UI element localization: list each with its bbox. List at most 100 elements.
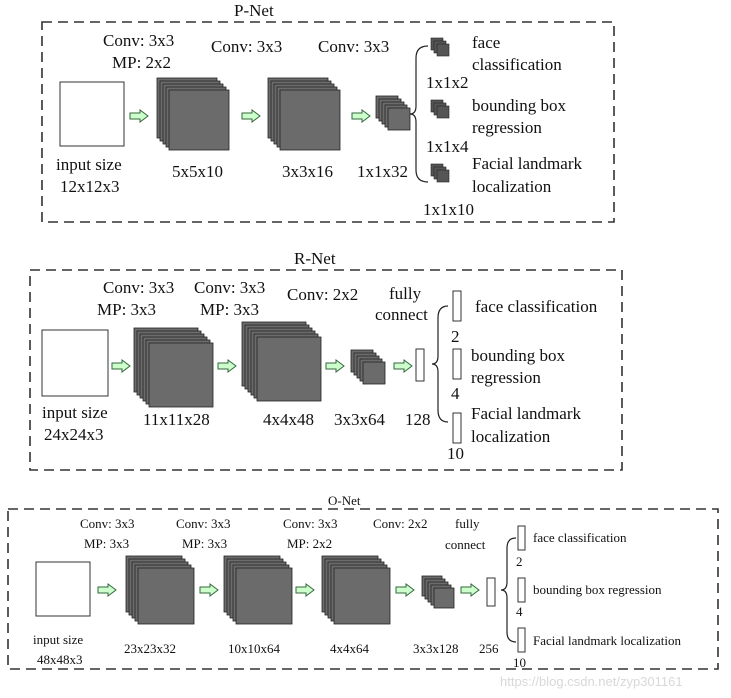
- rnet-input-dims: 24x24x3: [44, 425, 104, 444]
- onet-arrow-4: [395, 583, 415, 597]
- rnet-arrow-1: [111, 359, 131, 373]
- rnet-mp1-label: MP: 3x3: [97, 300, 157, 319]
- onet-out3-size: 10: [513, 655, 526, 670]
- pnet-out2-size: 1x1x4: [426, 137, 469, 156]
- pnet-out-cube-1: [430, 37, 450, 57]
- rnet-out3-label: Facial landmark: [471, 404, 581, 423]
- pnet-section: [41, 21, 615, 223]
- rnet-dim-3: 3x3x64: [334, 410, 385, 429]
- onet-out3-label: Facial landmark localization: [533, 633, 681, 648]
- rnet-out2-label2: regression: [471, 368, 541, 387]
- onet-out-bar-3: [517, 627, 526, 653]
- rnet-conv2-label: Conv: 3x3: [194, 278, 266, 297]
- onet-section: [7, 508, 719, 670]
- rnet-dim-1: 11x11x28: [143, 410, 210, 429]
- onet-arrow-2: [199, 583, 219, 597]
- pnet-input-box: [59, 81, 125, 147]
- onet-conv3-label: Conv: 3x3: [283, 516, 338, 531]
- onet-conv2-label: Conv: 3x3: [176, 516, 231, 531]
- rnet-out1-size: 2: [451, 327, 460, 346]
- rnet-out2-label: bounding box: [471, 346, 565, 365]
- rnet-out2-size: 4: [451, 384, 460, 403]
- onet-conv4-label: Conv: 2x2: [373, 516, 428, 531]
- rnet-arrow-4: [393, 359, 413, 373]
- pnet-dim-3: 1x1x32: [357, 162, 408, 181]
- onet-out2-label: bounding box regression: [533, 582, 662, 597]
- onet-out2-size: 4: [516, 604, 523, 619]
- onet-arrow-5: [460, 583, 480, 597]
- onet-fc-size: 256: [479, 641, 499, 656]
- rnet-out3-size: 10: [447, 444, 464, 463]
- onet-out-bar-1: [517, 525, 526, 551]
- rnet-input-label: input size: [42, 403, 108, 422]
- pnet-arrow-3: [351, 109, 371, 123]
- rnet-layer-1: [133, 327, 214, 408]
- rnet-mp2-label: MP: 3x3: [200, 300, 260, 319]
- rnet-fc-bar: [415, 348, 425, 382]
- pnet-out1-label2: classification: [472, 55, 562, 74]
- onet-fc-label-2: connect: [445, 537, 486, 552]
- onet-input-dims: 48x48x3: [37, 652, 83, 667]
- pnet-arrow-2: [241, 109, 261, 123]
- watermark: https://blog.csdn.net/zyp301161: [500, 674, 683, 689]
- onet-mp1-label: MP: 3x3: [84, 536, 130, 551]
- onet-arrow-3: [295, 583, 315, 597]
- pnet-dim-2: 3x3x16: [282, 162, 333, 181]
- pnet-out3-label: Facial landmark: [472, 154, 582, 173]
- pnet-mp1-label: MP: 2x2: [112, 53, 172, 72]
- onet-fc-label-1: fully: [455, 516, 480, 531]
- rnet-arrow-3: [325, 359, 345, 373]
- pnet-conv2-label: Conv: 3x3: [211, 37, 283, 56]
- pnet-dim-1: 5x5x10: [172, 162, 223, 181]
- pnet-out2-label2: regression: [472, 118, 542, 137]
- onet-out1-size: 2: [516, 554, 523, 569]
- onet-input-label: input size: [33, 632, 84, 647]
- pnet-out1-label: face: [472, 33, 501, 52]
- rnet-conv1-label: Conv: 3x3: [103, 278, 175, 297]
- onet-layer-4: [421, 575, 455, 609]
- onet-input-box: [35, 561, 91, 617]
- pnet-brace: [409, 45, 429, 183]
- rnet-layer-2: [241, 321, 322, 402]
- onet-conv1-label: Conv: 3x3: [80, 516, 135, 531]
- onet-dim-3: 4x4x64: [330, 641, 369, 656]
- pnet-layer-1: [156, 77, 230, 151]
- pnet-title: P-Net: [234, 1, 274, 20]
- pnet-conv3-label: Conv: 3x3: [318, 37, 390, 56]
- rnet-out1-label: face classification: [475, 297, 598, 316]
- pnet-input-label: input size: [56, 155, 122, 174]
- onet-brace: [500, 537, 517, 643]
- rnet-dim-2: 4x4x48: [263, 410, 314, 429]
- pnet-out-cube-3: [430, 163, 450, 183]
- pnet-out2-label: bounding box: [472, 96, 566, 115]
- onet-out-bar-2: [517, 577, 526, 603]
- pnet-out-cube-2: [430, 99, 450, 119]
- onet-mp3-label: MP: 2x2: [287, 536, 333, 551]
- onet-mp2-label: MP: 3x3: [182, 536, 228, 551]
- rnet-fc-size: 128: [405, 410, 431, 429]
- rnet-layer-3: [350, 349, 386, 385]
- pnet-out3-size: 1x1x10: [423, 200, 474, 219]
- onet-frame: [7, 508, 719, 670]
- onet-dim-4: 3x3x128: [413, 641, 459, 656]
- rnet-fc-label-2: connect: [375, 305, 428, 324]
- onet-fc-bar: [486, 577, 496, 607]
- pnet-layer-3: [375, 95, 411, 131]
- onet-dim-1: 23x23x32: [124, 641, 176, 656]
- onet-layer-1: [125, 555, 195, 625]
- onet-out1-label: face classification: [533, 530, 627, 545]
- rnet-brace: [431, 305, 449, 423]
- rnet-frame: [29, 269, 623, 471]
- onet-layer-3: [321, 555, 391, 625]
- pnet-conv1-label: Conv: 3x3: [103, 31, 175, 50]
- pnet-frame: [41, 21, 615, 223]
- rnet-out-bar-1: [452, 290, 462, 322]
- rnet-input-box: [41, 329, 109, 397]
- onet-layer-2: [223, 555, 293, 625]
- rnet-out3-label2: localization: [471, 427, 551, 446]
- rnet-fc-label-1: fully: [389, 284, 422, 303]
- pnet-input-dims: 12x12x3: [60, 177, 120, 196]
- onet-arrow-1: [97, 583, 117, 597]
- pnet-layer-2: [267, 77, 341, 151]
